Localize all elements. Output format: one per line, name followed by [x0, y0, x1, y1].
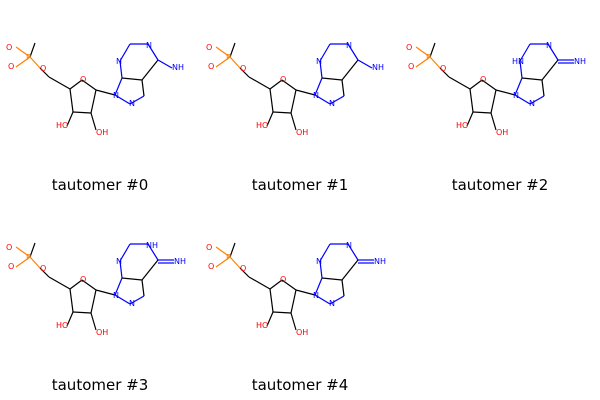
tautomer-caption: tautomer #1 — [251, 176, 349, 194]
atom-n: N — [313, 91, 319, 100]
atom-o-minus: O — [206, 243, 212, 252]
tautomer-cell-1: O P O O O HO OH N N N N NH tautomer #1 — [200, 0, 400, 200]
atom-ho: HO — [256, 121, 268, 130]
atom-o: O — [40, 264, 46, 273]
molecule-structure: O P O O O HO OH N N HN N NH — [406, 41, 586, 137]
atom-n: N — [129, 99, 135, 108]
atom-o: O — [40, 64, 46, 73]
tautomer-cell-3: O P O O O HO OH N N N NH NH tautomer #3 — [0, 200, 200, 400]
atom-p: P — [226, 253, 231, 262]
atom-o-minus: O — [6, 243, 12, 252]
atom-o: O — [8, 262, 14, 271]
atom-n: N — [116, 57, 122, 66]
molecule-structure: O P O O O HO OH N N N N NH — [206, 241, 386, 337]
atom-oh: OH — [496, 128, 508, 137]
atom-p: P — [26, 253, 31, 262]
atom-o: O — [80, 75, 86, 84]
atom-o: O — [208, 262, 214, 271]
atom-o: O — [440, 64, 446, 73]
atom-n: N — [113, 91, 119, 100]
atom-nh: NH — [374, 257, 386, 266]
atom-p: P — [226, 53, 231, 62]
atom-o: O — [8, 62, 14, 71]
atom-n: N — [346, 41, 352, 50]
atom-o-minus: O — [206, 43, 212, 52]
atom-n: N — [513, 91, 519, 100]
atom-n: N — [316, 57, 322, 66]
atom-o: O — [280, 75, 286, 84]
atom-ho: HO — [256, 321, 268, 330]
atom-ho: HO — [56, 321, 68, 330]
atom-o: O — [80, 275, 86, 284]
tautomer-cell-2: O P O O O HO OH N N HN N NH tautomer #2 — [400, 0, 600, 200]
atom-n: N — [329, 299, 335, 308]
atom-labels: O P O O O HO OH N N N N NH — [6, 41, 184, 137]
atom-n: N — [129, 299, 135, 308]
atom-oh: OH — [96, 328, 108, 337]
atom-n: N — [113, 291, 119, 300]
atom-oh: OH — [296, 128, 308, 137]
atom-p: P — [426, 53, 431, 62]
atom-n: N — [346, 241, 352, 250]
atom-o: O — [208, 62, 214, 71]
tautomer-caption: tautomer #2 — [451, 176, 549, 194]
molecule-structure: O P O O O HO OH N N N N NH — [206, 41, 384, 137]
atom-n: N — [546, 41, 552, 50]
atom-o: O — [408, 62, 414, 71]
atom-ho: HO — [456, 121, 468, 130]
tautomer-cell-4: O P O O O HO OH N N N N NH tautomer #4 — [200, 200, 400, 400]
atom-o: O — [240, 64, 246, 73]
molecule-structure: O P O O O HO OH N N N NH NH — [6, 241, 186, 337]
atom-o-minus: O — [406, 43, 412, 52]
atom-nh: NH — [174, 257, 186, 266]
atom-o: O — [280, 275, 286, 284]
atom-n: N — [146, 41, 152, 50]
atom-n: N — [116, 257, 122, 266]
atom-o: O — [240, 264, 246, 273]
atom-nh: NH — [146, 241, 158, 250]
atom-ho: HO — [56, 121, 68, 130]
tautomer-caption: tautomer #3 — [51, 376, 149, 394]
bonds — [15, 42, 173, 131]
atom-oh: OH — [96, 128, 108, 137]
atom-o: O — [480, 75, 486, 84]
atom-o-minus: O — [6, 43, 12, 52]
atom-n: N — [329, 99, 335, 108]
atom-n: N — [313, 291, 319, 300]
tautomer-cell-0: O P O O O HO OH N N N N NH tautomer #0 — [0, 0, 200, 200]
atom-hn: HN — [512, 57, 524, 66]
atom-nh: NH — [574, 57, 586, 66]
tautomer-caption: tautomer #0 — [51, 176, 149, 194]
atom-n: N — [316, 257, 322, 266]
atom-p: P — [26, 53, 31, 62]
tautomer-caption: tautomer #4 — [251, 376, 349, 394]
molecule-structure: O P O O O HO OH N N N N NH — [6, 41, 184, 137]
atom-nh2: NH — [172, 63, 184, 72]
atom-oh: OH — [296, 328, 308, 337]
atom-nh2: NH — [372, 63, 384, 72]
atom-n: N — [529, 99, 535, 108]
